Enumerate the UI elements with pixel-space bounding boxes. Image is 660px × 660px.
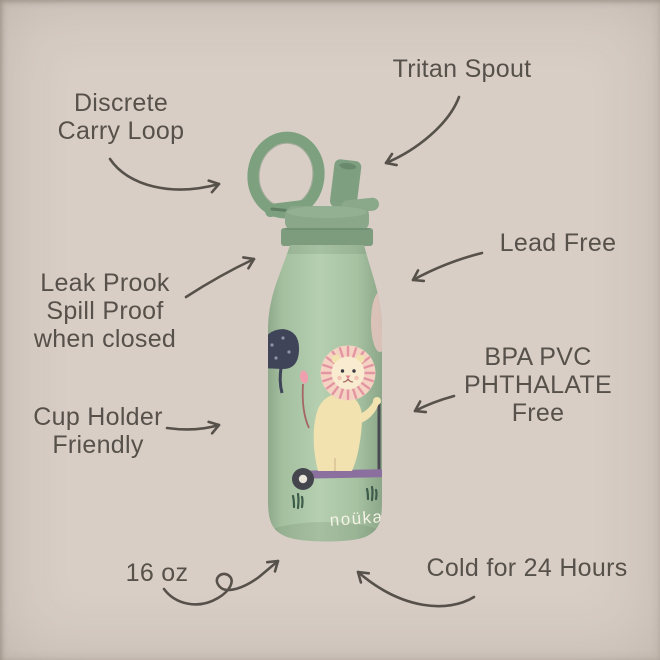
callout-tritan-spout: Tritan Spout (352, 55, 572, 83)
arrow-capacity (162, 559, 280, 606)
carry-loop (247, 131, 325, 219)
callout-capacity: 16 oz (47, 559, 267, 587)
callout-line: when closed (33, 325, 177, 353)
callout-line: Cold for 24 Hours (426, 554, 628, 582)
lion-face (320, 345, 376, 401)
callout-line: Tritan Spout (392, 55, 532, 83)
bottle: noüka (247, 131, 384, 542)
lion-body (313, 393, 381, 471)
callout-line: BPA PVC (484, 343, 592, 371)
arrow-cup-holder (165, 420, 221, 435)
spout (329, 159, 379, 214)
callout-bpa-free: BPA PVC PHTHALATE Free (428, 343, 648, 427)
pink-edge-graphic (371, 292, 382, 352)
callout-line: Carry Loop (57, 117, 185, 145)
callout-discrete-carry-loop: Discrete Carry Loop (11, 89, 231, 145)
tree-graphic (268, 329, 300, 394)
arrow-bpa-free (413, 394, 456, 414)
callout-lead-free: Lead Free (448, 229, 660, 257)
lion-tail (299, 370, 310, 429)
callout-line: 16 oz (125, 559, 189, 587)
grass-graphic (291, 485, 378, 510)
lion-illustration: noüka (268, 245, 384, 542)
callout-leak-proof: Leak Prook Spill Proof when closed (0, 269, 215, 353)
callout-arrows (108, 95, 484, 608)
callout-line: Free (511, 399, 565, 427)
callout-line: Spill Proof (46, 297, 164, 325)
arrow-leak-proof (184, 256, 256, 299)
callout-cold-retention: Cold for 24 Hours (397, 554, 657, 582)
arrow-discrete-carry-loop (108, 157, 221, 194)
callout-line: PHTHALATE (463, 371, 613, 399)
cap (281, 206, 373, 246)
arrow-tritan-spout (384, 95, 461, 167)
arrow-cold-retention (356, 570, 476, 608)
callout-line: Leak Prook (40, 269, 170, 297)
callout-line: Cup Holder (33, 403, 163, 431)
callout-line: Lead Free (499, 229, 617, 257)
callout-cup-holder: Cup Holder Friendly (0, 403, 208, 459)
callout-line: Discrete (73, 89, 169, 117)
scooter-graphic (292, 403, 382, 490)
arrow-lead-free (411, 251, 484, 283)
callout-line: Friendly (52, 431, 144, 459)
brand-text: noüka (329, 507, 384, 530)
